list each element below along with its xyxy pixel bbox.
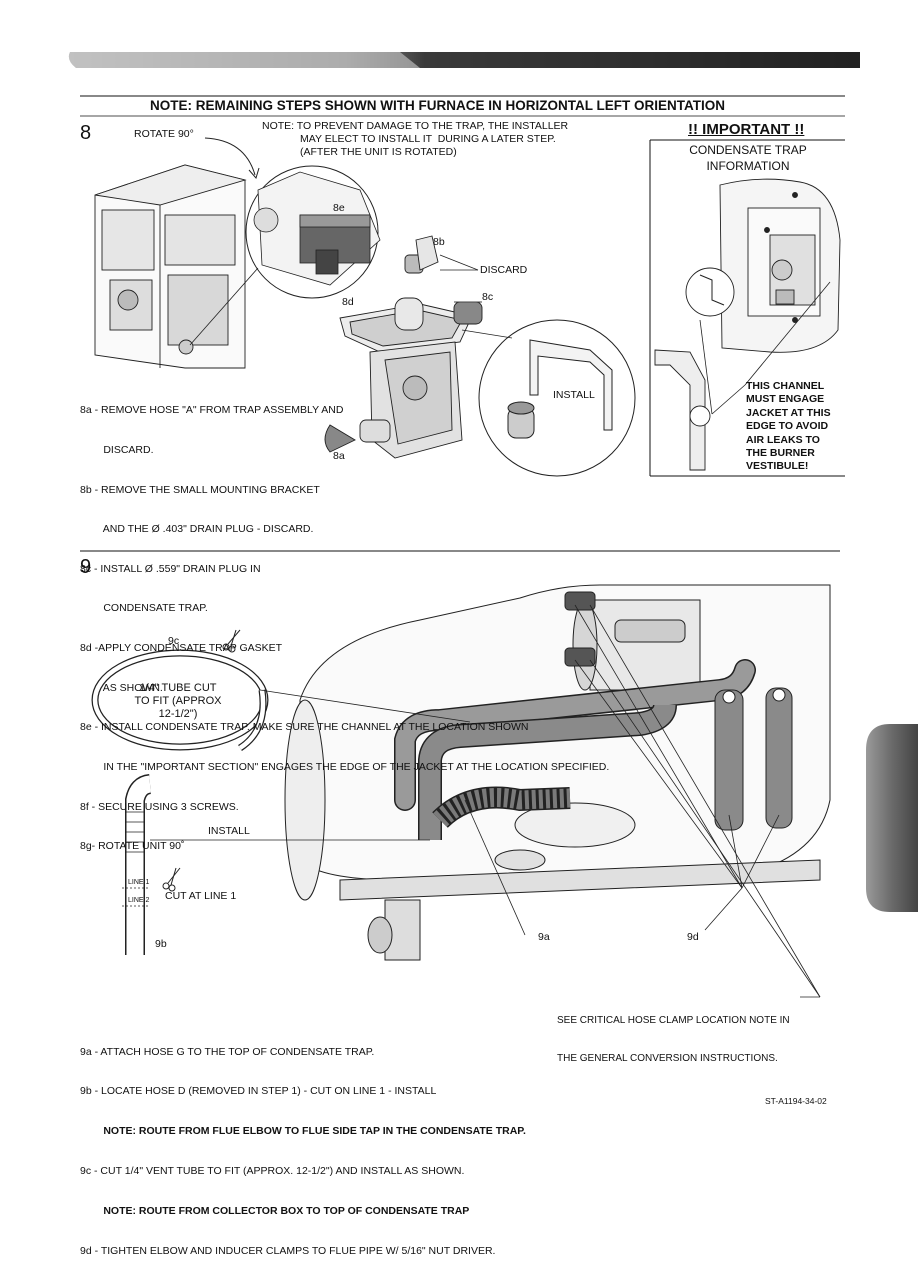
cut-at-line-label: CUT AT LINE 1 (165, 890, 237, 902)
trap-note-line-3: (AFTER THE UNIT IS ROTATED) (300, 146, 457, 158)
trap-note-line-1: NOTE: TO PREVENT DAMAGE TO THE TRAP, THE… (262, 120, 569, 132)
important-title: !! IMPORTANT !! (688, 121, 805, 138)
callout-8b: 8b (433, 236, 445, 248)
orientation-note: NOTE: REMAINING STEPS SHOWN WITH FURNACE… (150, 98, 725, 113)
rotate-arrow (204, 137, 256, 176)
discard-label: DISCARD (480, 264, 528, 276)
document-code: ST-A1194-34-02 (765, 1096, 827, 1106)
scissors-icon (162, 867, 181, 892)
step-8-instructions: 8a - REMOVE HOSE "A" FROM TRAP ASSEMBLY … (80, 404, 610, 853)
line-1-mark: LINE 1 (128, 879, 150, 886)
important-jacket-drawing (719, 178, 841, 353)
condensate-trap-drawing (324, 235, 483, 459)
critical-clamp-note: SEE CRITICAL HOSE CLAMP LOCATION NOTE IN… (557, 1015, 790, 1064)
line-2-mark: LINE 2 (128, 897, 150, 904)
install-label-9: INSTALL (208, 825, 250, 837)
important-subtitle-2: INFORMATION (706, 159, 790, 173)
rotate-label: ROTATE 90° (134, 128, 194, 140)
callout-8a: 8a (333, 450, 345, 462)
callout-8c: 8c (482, 291, 494, 303)
step-9-instructions: 9a - ATTACH HOSE G TO THE TOP OF CONDENS… (80, 1045, 526, 1258)
important-subtitle-1: CONDENSATE TRAP (689, 143, 807, 157)
callout-9d: 9d (687, 931, 699, 943)
install-label-8: INSTALL (553, 389, 595, 401)
callout-9b: 9b (155, 938, 167, 950)
step-9-number: 9 (80, 556, 92, 578)
trap-note-line-2: MAY ELECT TO INSTALL IT DURING A LATER S… (300, 133, 556, 145)
callout-8e: 8e (333, 202, 345, 214)
furnace-cabinet-drawing (94, 164, 247, 369)
step-8-number: 8 (80, 122, 92, 144)
channel-note: THIS CHANNEL MUST ENGAGE JACKET AT THIS … (746, 380, 831, 473)
callout-9a: 9a (538, 931, 550, 943)
callout-9c: 9c (168, 635, 180, 647)
callout-8d: 8d (342, 296, 354, 308)
page-thumb-tab (866, 724, 918, 912)
page-artwork (68, 52, 918, 998)
tube-cut-note: 1/4" TUBE CUT TO FIT (APPROX 12-1/2") (134, 682, 222, 720)
scissors-icon (222, 629, 241, 653)
